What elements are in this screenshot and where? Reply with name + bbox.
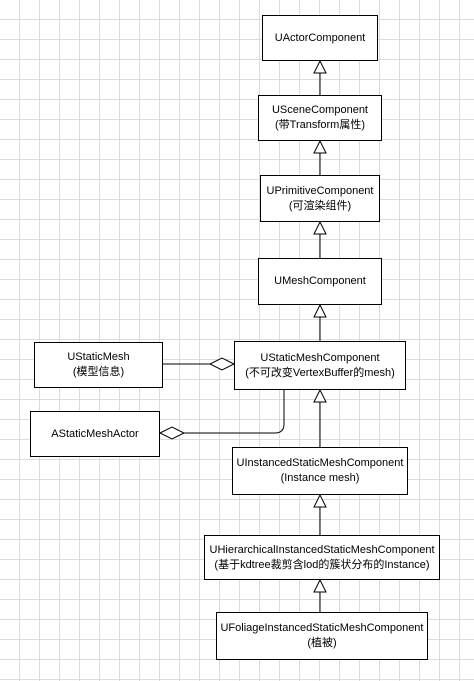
node-ustaticmesh: UStaticMesh (模型信息): [34, 342, 163, 388]
node-subtitle: (带Transform属性): [274, 119, 366, 131]
node-title: UStaticMesh: [67, 351, 130, 363]
node-uscenecomponent: USceneComponent (带Transform属性): [258, 95, 382, 141]
inheritance-arrow: [313, 220, 327, 235]
node-title: UPrimitiveComponent: [266, 184, 374, 197]
inheritance-arrow: [313, 59, 327, 74]
edge-uprimitive-to-uscene: [313, 139, 327, 175]
inheritance-arrow: [313, 303, 327, 318]
node-uprimitivecomponent: UPrimitiveComponent (可渲染组件): [260, 175, 380, 222]
node-subtitle: (模型信息): [72, 366, 125, 378]
edge-ufoliage-to-uhierarchical: [313, 578, 327, 612]
node-title: UFoliageInstancedStaticMeshComponent: [220, 622, 424, 634]
node-title: UMeshComponent: [274, 275, 366, 287]
node-uhierarchicalinstancedstaticmeshcomponent: UHierarchicalInstancedStaticMeshComponen…: [204, 535, 440, 580]
node-subtitle: (可渲染组件): [288, 199, 352, 212]
edge-astaticmeshactor-aggregation: [158, 388, 285, 440]
node-ufoliageinstancedstaticmeshcomponent: UFoliageInstancedStaticMeshComponent (植被…: [216, 612, 428, 660]
aggregation-diamond: [208, 357, 236, 371]
edge-ustaticmesh-aggregation: [163, 357, 236, 371]
node-uinstancedstaticmeshcomponent: UInstancedStaticMeshComponent (Instance …: [232, 447, 408, 495]
aggregation-diamond: [158, 426, 186, 440]
node-title: UHierarchicalInstancedStaticMeshComponen…: [209, 543, 435, 556]
edge-uscene-to-uactor: [313, 59, 327, 95]
node-title: UActorComponent: [274, 31, 366, 44]
edge-uinstanced-to-ustaticmeshcomp: [313, 388, 327, 447]
node-subtitle: (基于kdtree裁剪含lod的簇状分布的Instance): [214, 558, 430, 571]
node-uactorcomponent: UActorComponent: [262, 15, 378, 61]
edge-umesh-to-uprimitive: [313, 220, 327, 258]
node-subtitle: (Instance mesh): [280, 472, 360, 484]
node-subtitle: (不可改变VertexBuffer的mesh): [245, 366, 395, 379]
inheritance-arrow: [313, 388, 327, 403]
node-title: UInstancedStaticMeshComponent: [236, 457, 404, 469]
inheritance-arrow: [313, 578, 327, 593]
node-astaticmeshactor: AStaticMeshActor: [30, 411, 160, 457]
node-ustaticmeshcomponent: UStaticMeshComponent (不可改变VertexBuffer的m…: [234, 341, 406, 390]
node-title: AStaticMeshActor: [51, 427, 139, 440]
node-title: UStaticMeshComponent: [260, 351, 380, 364]
node-title: USceneComponent: [271, 104, 368, 116]
node-umeshcomponent: UMeshComponent: [258, 258, 382, 305]
node-subtitle: (植被): [307, 637, 337, 649]
edge-ustaticmeshcomp-to-umesh: [313, 303, 327, 341]
edge-uhierarchical-to-uinstanced: [313, 493, 327, 535]
inheritance-arrow: [313, 139, 327, 154]
inheritance-arrow: [313, 493, 327, 508]
